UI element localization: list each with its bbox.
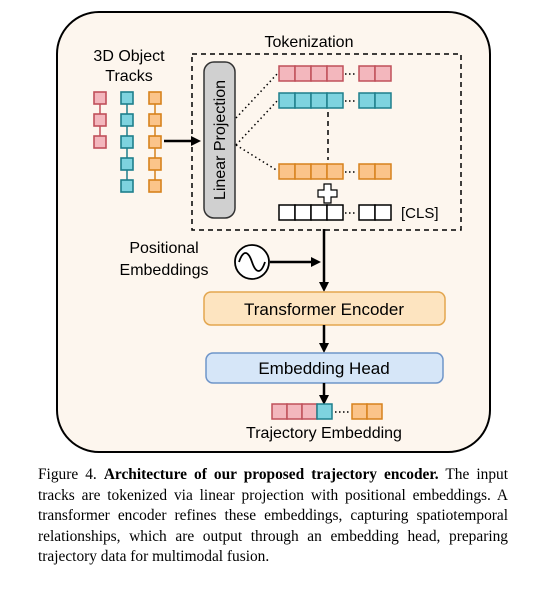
projection-fan-lines bbox=[235, 72, 279, 172]
caption-figure-number: Figure 4. bbox=[38, 466, 97, 483]
trajectory-embedding-label: Trajectory Embedding bbox=[246, 425, 402, 442]
linear-projection-block bbox=[203, 61, 236, 219]
trajectory-embedding-vector bbox=[271, 403, 383, 420]
figure-caption: Figure 4. Architecture of our proposed t… bbox=[38, 465, 508, 568]
plus-icon bbox=[317, 183, 338, 204]
track-teal bbox=[120, 91, 134, 193]
positional-label-line2: Embeddings bbox=[120, 262, 209, 279]
track-pink bbox=[93, 91, 107, 149]
cls-label: [CLS] bbox=[401, 205, 439, 222]
caption-title: Architecture of our proposed trajectory … bbox=[103, 466, 439, 483]
token-row-pink bbox=[278, 65, 392, 82]
positional-label-line1: Positional bbox=[129, 240, 198, 257]
architecture-diagram: 3D Object Tracks Tokenization Linear Pro… bbox=[56, 11, 491, 453]
track-orange bbox=[148, 91, 162, 193]
embedding-head-label: Embedding Head bbox=[258, 359, 389, 378]
token-row-teal bbox=[278, 92, 392, 109]
outer-panel bbox=[56, 11, 491, 453]
token-row-cls bbox=[278, 204, 392, 221]
token-row-orange bbox=[278, 163, 392, 180]
tracks-label-line1: 3D Object bbox=[93, 48, 165, 65]
linear-projection-label: Linear Projection bbox=[212, 80, 229, 200]
sine-wave-icon bbox=[234, 244, 270, 280]
transformer-encoder-label: Transformer Encoder bbox=[244, 300, 404, 319]
caption-body: The input tracks are tokenized via linea… bbox=[38, 466, 508, 565]
tokenization-label: Tokenization bbox=[265, 34, 354, 51]
tokenization-box bbox=[191, 53, 462, 231]
tracks-label-line2: Tracks bbox=[105, 68, 152, 85]
